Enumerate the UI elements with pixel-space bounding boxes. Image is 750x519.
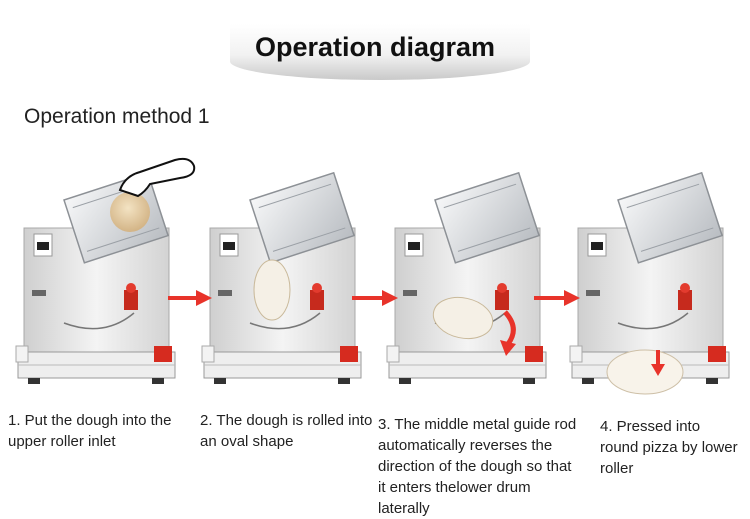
oval-dough-turning [432,296,494,340]
dough-ball [110,192,150,232]
hand-icon [118,157,196,198]
step-3-caption: 3. The middle metal guide rod automatica… [378,416,577,517]
machine-step-3 [386,172,547,385]
arrow-icon [534,290,580,306]
machine-step-1 [15,157,196,385]
round-pizza [606,349,684,395]
oval-dough [253,259,291,321]
down-arrow-icon [651,364,665,376]
machine-step-2 [201,172,362,385]
curved-arrow-icon [503,310,516,346]
machine-step-4 [569,172,730,395]
page-title: Operation diagram [254,32,496,62]
arrow-icon [352,290,398,306]
step-1-caption: 1. Put the dough into the upper roller i… [8,412,172,450]
step-4-caption: 4. Pressed into round pizza by lower rol… [600,418,738,477]
section-title: Operation method 1 [24,105,210,128]
step-2-caption: 2. The dough is rolled into an oval shap… [200,412,373,450]
arrow-icon [168,290,212,306]
title-banner [230,24,530,80]
